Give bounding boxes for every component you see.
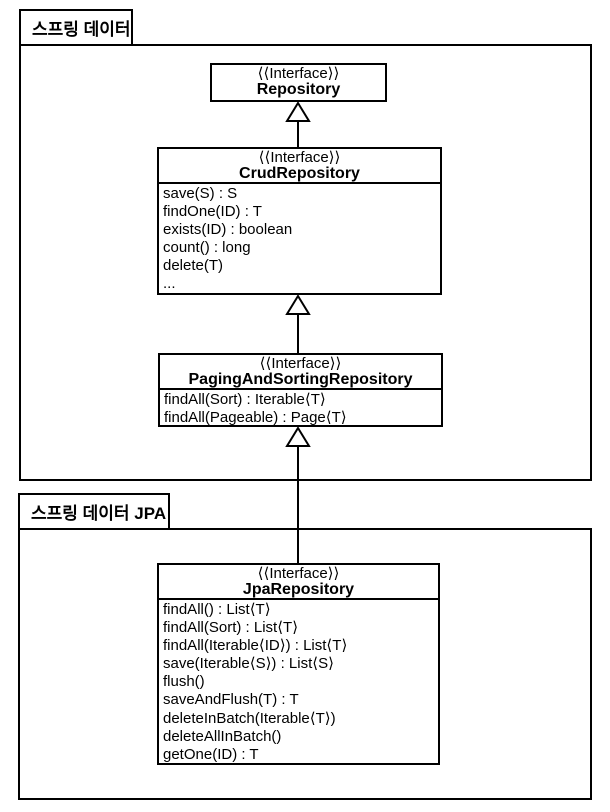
package-spring-data-tab: 스프링 데이터 (19, 9, 133, 46)
stereotype-label: ⟨⟨Interface⟩⟩ (257, 65, 340, 82)
method: findOne(ID) : T (163, 203, 262, 220)
class-name: Repository (256, 81, 341, 98)
method: getOne(ID) : T (163, 745, 259, 763)
class-crudrepository-header: ⟨⟨Interface⟩⟩ CrudRepository (159, 149, 440, 182)
method: save(S) : S (163, 185, 238, 202)
method: count() : long (163, 239, 251, 256)
package-spring-data-jpa-label: 스프링 데이터 JPA (31, 504, 167, 523)
class-jparepository-header: ⟨⟨Interface⟩⟩ JpaRepository (159, 565, 438, 598)
method-list: findAll() : List⟨T⟩ findAll(Sort) : List… (159, 598, 438, 764)
method: flush() (163, 673, 205, 691)
stereotype-label: ⟨⟨Interface⟩⟩ (257, 565, 340, 582)
stereotype-label: ⟨⟨Interface⟩⟩ (258, 149, 341, 166)
method: saveAndFlush(T) : T (163, 691, 299, 709)
package-spring-data-jpa-tab: 스프링 데이터 JPA (18, 493, 170, 530)
method: findAll(Sort) : List⟨T⟩ (163, 619, 299, 637)
package-spring-data-label: 스프링 데이터 (32, 20, 131, 39)
stereotype-label: ⟨⟨Interface⟩⟩ (259, 355, 342, 372)
method-ellipsis: ... (163, 275, 176, 292)
method-list: findAll(Sort) : Iterable⟨T⟩ findAll(Page… (160, 388, 441, 426)
class-jparepository: ⟨⟨Interface⟩⟩ JpaRepository findAll() : … (157, 563, 440, 765)
method: deleteAllInBatch() (163, 727, 282, 745)
method-list: save(S) : S findOne(ID) : T exists(ID) :… (159, 182, 440, 293)
method: findAll(Pageable) : Page⟨T⟩ (164, 408, 347, 426)
method: exists(ID) : boolean (163, 221, 293, 238)
class-pagingandsortingrepository: ⟨⟨Interface⟩⟩ PagingAndSortingRepository… (158, 353, 443, 427)
method: findAll(Sort) : Iterable⟨T⟩ (164, 391, 326, 408)
method: findAll() : List⟨T⟩ (163, 601, 271, 618)
method: findAll(Iterable⟨ID⟩) : List⟨T⟩ (163, 637, 348, 655)
class-repository-header: ⟨⟨Interface⟩⟩ Repository (212, 65, 385, 98)
class-crudrepository: ⟨⟨Interface⟩⟩ CrudRepository save(S) : S… (157, 147, 442, 295)
method: delete(T) (163, 257, 224, 274)
class-name: PagingAndSortingRepository (188, 371, 413, 388)
class-name: JpaRepository (242, 581, 355, 598)
class-pagingandsortingrepository-header: ⟨⟨Interface⟩⟩ PagingAndSortingRepository (160, 355, 441, 388)
class-name: CrudRepository (239, 165, 360, 182)
method: save(Iterable⟨S⟩) : List⟨S⟩ (163, 655, 334, 673)
class-repository: ⟨⟨Interface⟩⟩ Repository (210, 63, 387, 102)
method: deleteInBatch(Iterable⟨T⟩) (163, 709, 336, 727)
